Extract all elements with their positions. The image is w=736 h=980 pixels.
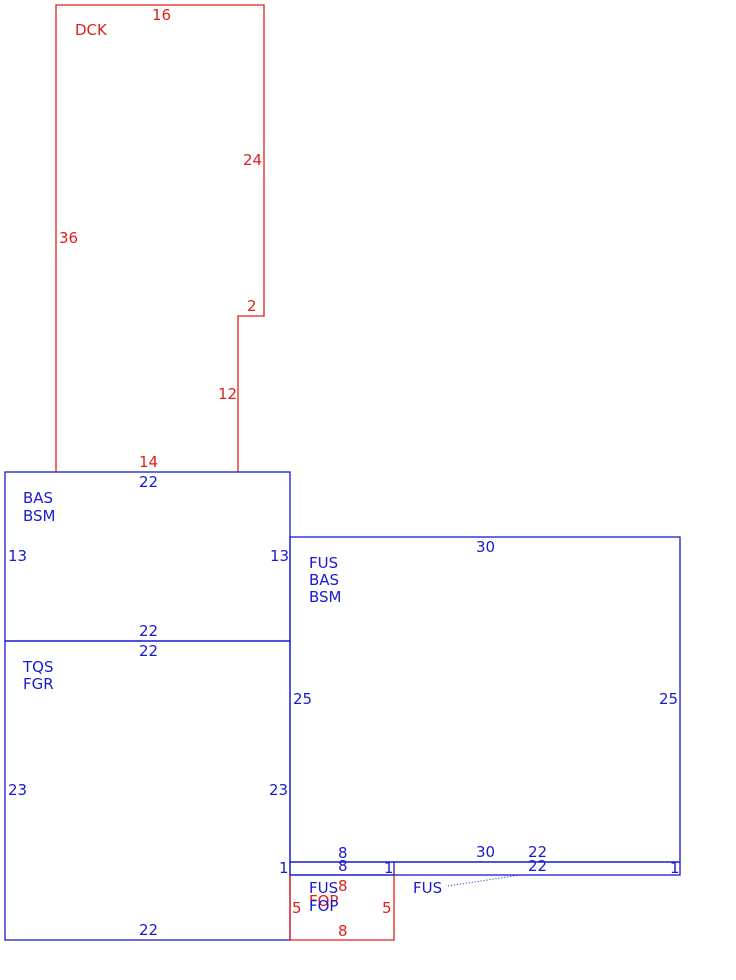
bas-right-dim: 13 (270, 547, 289, 565)
bas-bottom-dim: 22 (139, 622, 158, 640)
fop-code-red: FOP (309, 892, 338, 910)
strip-top-left-dim: 8 (338, 844, 348, 862)
fus-bottom-dim: 30 (476, 843, 495, 861)
dck-outline (55, 4, 265, 472)
strip-inner-left-dim: 8 (338, 857, 348, 875)
strip-side-right-dim: 1 (670, 859, 680, 877)
fus-code-1: FUS (309, 554, 338, 572)
fus-box (289, 536, 681, 863)
dck-step-dim: 2 (247, 297, 257, 315)
fop-right-dim: 5 (382, 899, 392, 917)
fus-code-2: BAS (309, 571, 339, 589)
dck-bottom-dim: 14 (139, 453, 158, 471)
dck-left-dim: 36 (59, 229, 78, 247)
bas-code-2: BSM (23, 507, 56, 525)
fop-code-2: FOP (309, 897, 338, 915)
bas-top-dim: 22 (139, 473, 158, 491)
dck-right-upper-dim: 24 (243, 151, 262, 169)
fus-bottom-right-dim: 22 (528, 843, 547, 861)
dck-code: DCK (75, 21, 108, 39)
strip-side-mid-dim: 1 (384, 859, 394, 877)
fop-overlap-num: 8 (338, 877, 348, 895)
tqs-top-dim: 22 (139, 642, 158, 660)
tqs-code-2: FGR (23, 675, 54, 693)
dck-top-dim: 16 (152, 6, 171, 24)
strip-bottom-right-dim: 22 (528, 857, 547, 875)
fus-right-dim: 25 (659, 690, 678, 708)
tqs-bottom-dim: 22 (139, 921, 158, 939)
tqs-code-1: TQS (22, 658, 54, 676)
bas-code-1: BAS (23, 489, 53, 507)
dck-right-lower-dim: 12 (218, 385, 237, 403)
fus-left-dim: 25 (293, 690, 312, 708)
fus-code-3: BSM (309, 588, 342, 606)
fop-left-dim: 5 (292, 899, 302, 917)
bas-left-dim: 13 (8, 547, 27, 565)
tqs-left-dim: 23 (8, 781, 27, 799)
fop-bottom-dim: 8 (338, 922, 348, 940)
strip-code: FUS (413, 879, 442, 897)
strip-side-left-dim: 1 (279, 859, 289, 877)
fus-leader-line (447, 874, 521, 887)
tqs-right-dim: 23 (269, 781, 288, 799)
fus-top-dim: 30 (476, 538, 495, 556)
fop-code-1: FUS (309, 879, 338, 897)
fop-outline (289, 875, 395, 941)
strip-box (289, 861, 681, 876)
